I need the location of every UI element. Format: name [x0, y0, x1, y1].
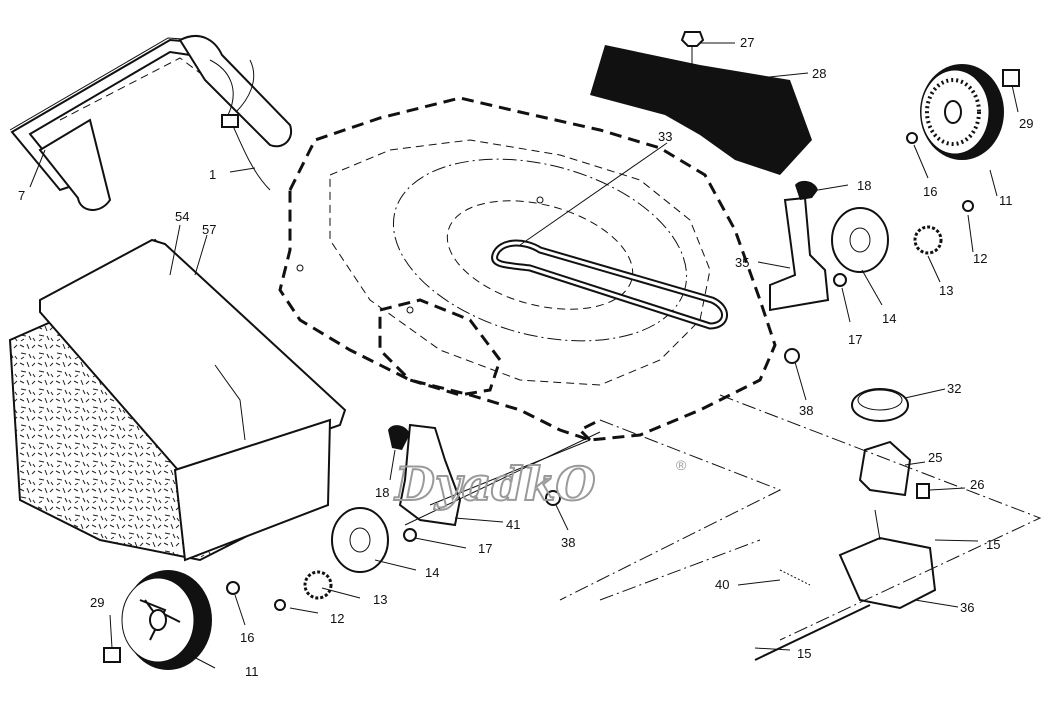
callout-17: 17	[848, 332, 862, 347]
watermark: DyadkO ®	[392, 456, 687, 512]
transmission-assembly	[754, 388, 937, 661]
svg-text:DyadkO: DyadkO	[393, 457, 596, 511]
callout-32: 32	[947, 381, 961, 396]
callout-12: 12	[973, 251, 987, 266]
detail-frames	[559, 394, 1042, 641]
callout-35: 35	[735, 255, 749, 270]
callout-1: 1	[209, 167, 216, 182]
drive-belt	[491, 239, 728, 330]
callout-11: 11	[245, 664, 259, 679]
handle	[9, 35, 293, 211]
rear-wheel-right	[920, 64, 1004, 160]
callout-27: 27	[740, 35, 754, 50]
callout-11: 11	[999, 193, 1013, 208]
front-axle	[404, 431, 601, 526]
svg-text:®: ®	[676, 457, 687, 473]
grass-bag	[8, 238, 347, 562]
callout-17: 17	[478, 541, 492, 556]
callout-41: 41	[506, 517, 520, 532]
front-wheel-left	[121, 570, 212, 670]
callout-15: 15	[797, 646, 811, 661]
callout-26: 26	[970, 477, 984, 492]
callout-54: 54	[175, 209, 189, 224]
leader-lines	[29, 42, 1019, 669]
callout-40: 40	[715, 577, 729, 592]
height-adjusters	[388, 180, 830, 527]
callout-28: 28	[812, 66, 826, 81]
callout-25: 25	[928, 450, 942, 465]
callout-18: 18	[375, 485, 389, 500]
wheel-adapters	[103, 69, 1020, 663]
callout-labels: 1 7 11 11 12 12 13 13 14 14 15 15 16 16 …	[18, 35, 1033, 679]
callout-36: 36	[960, 600, 974, 615]
callout-13: 13	[373, 592, 387, 607]
callout-16: 16	[240, 630, 254, 645]
top-cover	[590, 45, 812, 175]
callout-29: 29	[1019, 116, 1033, 131]
callout-12: 12	[330, 611, 344, 626]
callout-33: 33	[658, 129, 672, 144]
callout-29: 29	[90, 595, 104, 610]
callout-38: 38	[561, 535, 575, 550]
callout-13: 13	[939, 283, 953, 298]
callout-7: 7	[18, 188, 25, 203]
callout-14: 14	[425, 565, 439, 580]
callout-15: 15	[986, 537, 1000, 552]
callout-57: 57	[202, 222, 216, 237]
callout-16: 16	[923, 184, 937, 199]
callout-38: 38	[799, 403, 813, 418]
callout-14: 14	[882, 311, 896, 326]
bolt-27	[680, 31, 705, 82]
callout-18: 18	[857, 178, 871, 193]
